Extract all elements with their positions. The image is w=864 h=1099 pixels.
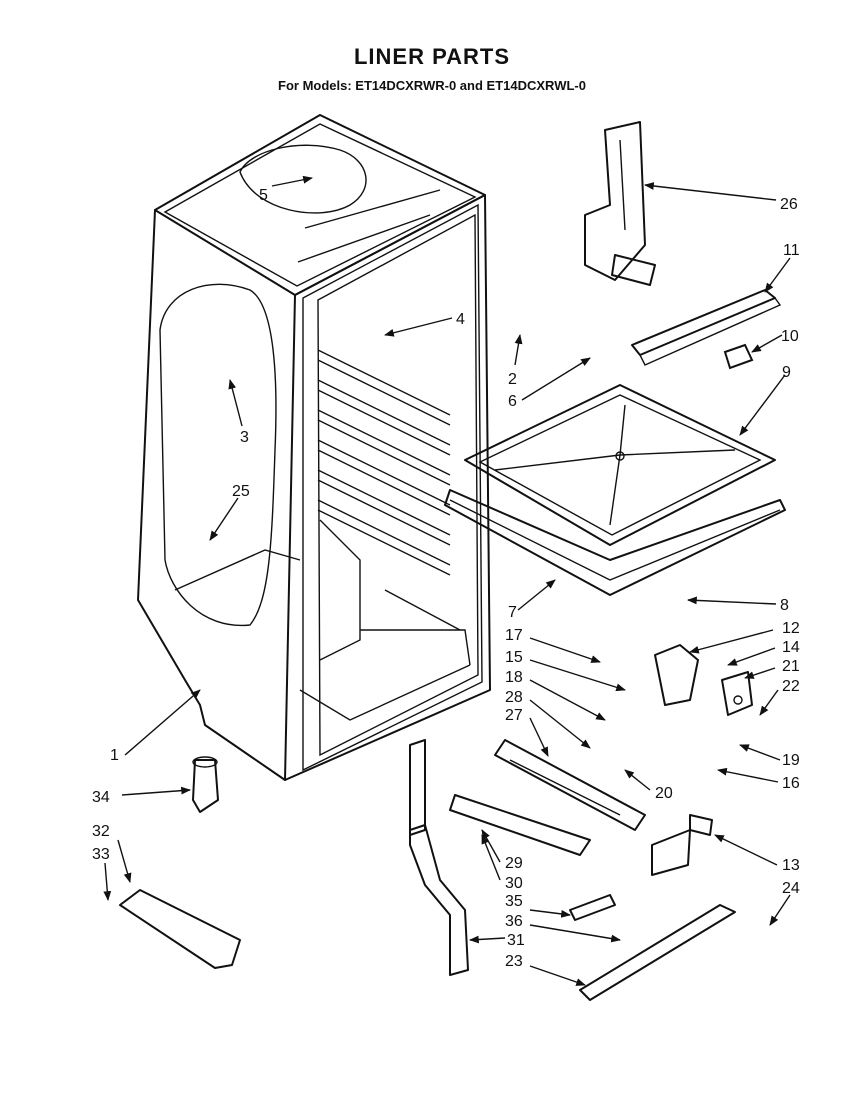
label-part-9: 9 [782, 364, 791, 381]
part-34-leveler [192, 756, 219, 813]
part-35-bracket [569, 894, 616, 921]
label-part-25: 25 [232, 483, 250, 500]
label-part-20: 20 [655, 785, 673, 802]
label-part-15: 15 [505, 649, 523, 666]
label-part-2: 2 [508, 371, 517, 388]
part-23-bottom-rail [579, 904, 736, 1001]
label-part-34: 34 [92, 789, 110, 806]
label-part-26: 26 [780, 196, 798, 213]
label-part-7: 7 [508, 604, 517, 621]
part-7-crisper-tray [444, 489, 786, 596]
label-part-29: 29 [505, 855, 523, 872]
label-part-8: 8 [780, 597, 789, 614]
page-title: LINER PARTS [353, 44, 511, 69]
label-part-18: 18 [505, 669, 523, 686]
label-part-3: 3 [240, 429, 249, 446]
part-12-control-housing [654, 644, 753, 716]
label-part-14: 14 [782, 639, 800, 656]
label-part-13: 13 [782, 857, 800, 874]
label-part-33: 33 [92, 846, 110, 863]
label-part-35: 35 [505, 893, 523, 910]
part-27-rail [494, 739, 646, 831]
part-9-crisper-pan [464, 384, 776, 546]
label-part-5: 5 [259, 187, 268, 204]
part-11-cover-bar [631, 289, 782, 366]
part-labels: 5 4 2 6 3 25 26 11 10 9 7 8 12 14 21 22 … [92, 187, 800, 970]
label-part-11: 11 [783, 242, 800, 259]
label-part-22: 22 [782, 678, 800, 695]
label-part-27: 27 [505, 707, 523, 724]
label-part-6: 6 [508, 393, 517, 410]
label-part-19: 19 [782, 752, 800, 769]
label-part-21: 21 [782, 658, 800, 675]
part-26-duct [584, 121, 656, 286]
label-part-10: 10 [781, 328, 799, 345]
part-32-bracket [119, 889, 241, 969]
label-part-24: 24 [782, 880, 800, 897]
cabinet-liner [137, 114, 491, 781]
part-29-rail [449, 794, 591, 856]
part-13-box [651, 814, 713, 876]
part-31-trim [409, 739, 469, 976]
label-part-1: 1 [110, 747, 119, 764]
models-subtitle: For Models: ET14DCXRWR-0 and ET14DCXRWL-… [278, 78, 586, 93]
label-part-32: 32 [92, 823, 110, 840]
leader-arrows [103, 175, 791, 986]
label-part-36: 36 [505, 913, 523, 930]
label-part-30: 30 [505, 875, 523, 892]
label-part-31: 31 [507, 932, 525, 949]
label-part-23: 23 [505, 953, 523, 970]
label-part-12: 12 [782, 620, 800, 637]
label-part-17: 17 [505, 627, 523, 644]
label-part-28: 28 [505, 689, 523, 706]
label-part-4: 4 [456, 311, 465, 328]
label-part-16: 16 [782, 775, 800, 792]
part-10-block [723, 343, 754, 370]
